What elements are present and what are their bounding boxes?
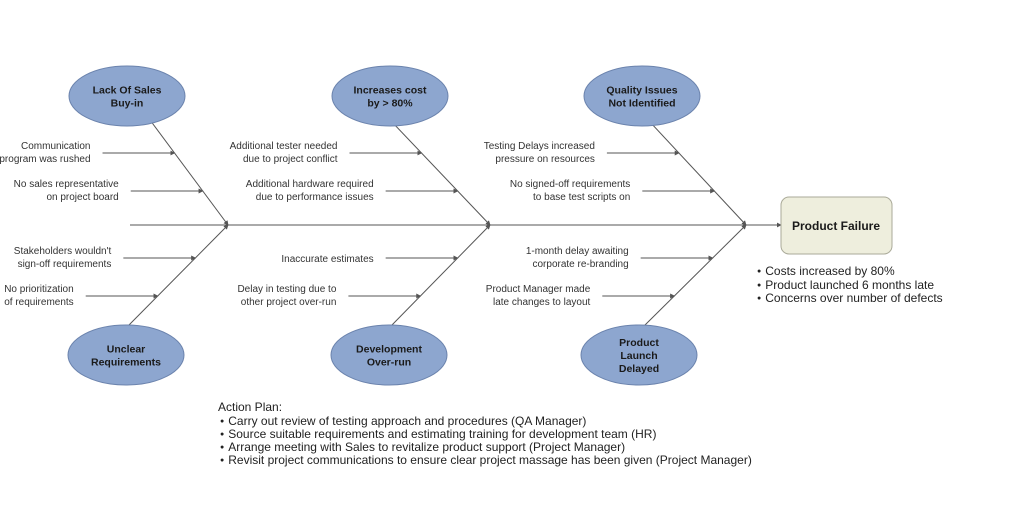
action-plan: Action Plan: Carry out review of testing… <box>218 401 752 467</box>
category-ellipse <box>68 65 186 127</box>
cause-label: Inaccurate estimates <box>281 254 373 265</box>
bone-line-bottom_3 <box>643 224 747 327</box>
cause-label-line: other project over-run <box>241 297 337 308</box>
category-label-line: Delayed <box>619 363 659 375</box>
category-ellipse <box>330 324 448 386</box>
cause-label-line: sign-off requirements <box>18 259 112 270</box>
category-label-line: Over-run <box>367 357 411 369</box>
effect-note: Concerns over number of defects <box>757 291 942 306</box>
action-plan-item: Arrange meeting with Sales to revitalize… <box>220 441 752 454</box>
cause-label-line: Additional hardware required <box>246 179 374 190</box>
bone-line-top_3 <box>649 121 747 226</box>
cause-label-line: due to performance issues <box>256 192 374 203</box>
cause-label-line: Inaccurate estimates <box>281 254 373 265</box>
cause-label: No sales representative on project board <box>14 179 119 203</box>
effect-label: Product Failure <box>792 219 880 233</box>
category-label-line: Lack Of Sales <box>93 85 162 97</box>
cause-label-line: Additional tester needed <box>230 141 338 152</box>
category-label-line: Not Identified <box>608 98 675 110</box>
bone-line-top_2 <box>391 121 491 226</box>
cause-label-line: No sales representative <box>14 179 119 190</box>
category-label-line: Requirements <box>91 357 161 369</box>
category-ellipse <box>583 65 701 127</box>
category-label-line: Development <box>356 344 422 356</box>
cause-label-line: program was rushed <box>0 154 91 165</box>
effect-notes: Costs increased by 80% Product launched … <box>757 264 943 306</box>
cause-label-line: pressure on resources <box>495 154 595 165</box>
cause-label: Additional tester needed due to project c… <box>230 141 338 165</box>
cause-label: Additional hardware required due to perfo… <box>246 179 374 203</box>
cause-label-line: Testing Delays increased <box>484 141 595 152</box>
category-ellipse <box>331 65 449 127</box>
category-label-line: Product <box>619 337 659 349</box>
action-plan-title: Action Plan: <box>218 400 283 414</box>
cause-label-line: Delay in testing due to <box>237 284 336 295</box>
cause-label: Product Manager made late changes to layo… <box>486 284 591 308</box>
category-label-line: Unclear <box>107 344 146 356</box>
effect-note: Costs increased by 80% <box>757 264 943 279</box>
cause-label-line: on project board <box>46 192 118 203</box>
cause-label: Delay in testing due to other project ove… <box>237 284 336 308</box>
cause-label: Testing Delays increased pressure on reso… <box>484 141 595 165</box>
cause-label-line: of requirements <box>4 297 73 308</box>
category-label-line: Buy-in <box>111 98 144 110</box>
category-label-line: by > 80% <box>367 98 413 110</box>
cause-label-line: Product Manager made <box>486 284 591 295</box>
cause-label-line: Stakeholders wouldn't <box>14 246 112 257</box>
bone-line-top_1 <box>149 119 229 226</box>
category-label-line: Launch <box>620 350 657 362</box>
action-plan-item: Carry out review of testing approach and… <box>220 415 752 428</box>
bone-line-bottom_1 <box>127 224 229 327</box>
action-plan-item: Revisit project communications to ensure… <box>220 454 752 467</box>
category-label-line: Increases cost <box>354 85 427 97</box>
action-plan-item: Source suitable requirements and estimat… <box>220 428 752 441</box>
cause-label: Communication program was rushed <box>0 141 91 165</box>
cause-label: No signed-off requirements to base test s… <box>510 179 630 203</box>
category-ellipse <box>67 324 185 386</box>
bone-line-bottom_2 <box>390 224 491 327</box>
cause-label-line: to base test scripts on <box>533 192 630 203</box>
cause-label-line: late changes to layout <box>493 297 591 308</box>
effect-note: Product launched 6 months late <box>757 278 943 293</box>
effect-box <box>780 196 893 255</box>
cause-label-line: No signed-off requirements <box>510 179 630 190</box>
cause-label: Stakeholders wouldn't sign-off requiremen… <box>14 246 112 270</box>
cause-label: No prioritization of requirements <box>4 284 73 308</box>
category-label-line: Quality Issues <box>606 85 677 97</box>
cause-label-line: Communication <box>21 141 90 152</box>
cause-label-line: corporate re-branding <box>533 259 629 270</box>
cause-label-line: No prioritization <box>4 284 73 295</box>
category-ellipse <box>580 324 698 386</box>
cause-label-line: due to project conflict <box>243 154 338 165</box>
cause-label: 1-month delay awaiting corporate re-brand… <box>526 246 629 270</box>
cause-label-line: 1-month delay awaiting <box>526 246 629 257</box>
